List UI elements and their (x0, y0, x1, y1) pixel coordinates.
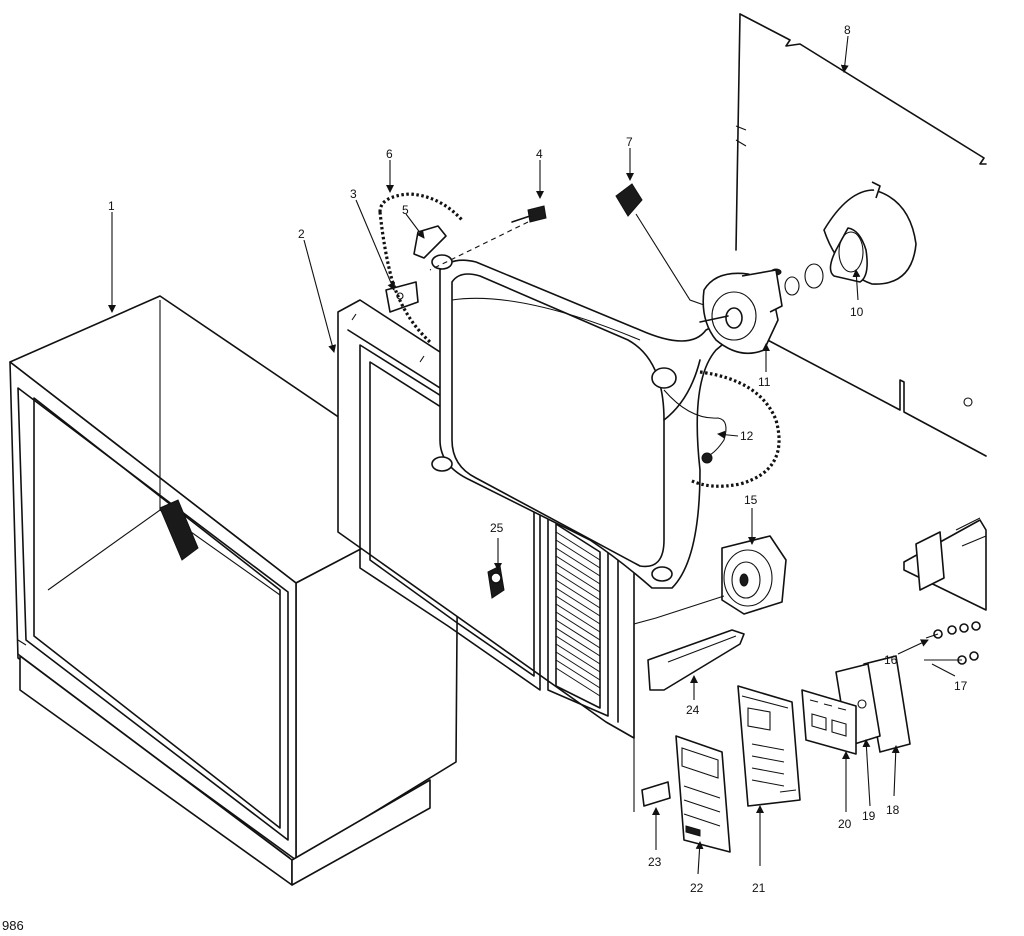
label-23: 23 (648, 855, 662, 869)
control-panel-part (737, 685, 801, 807)
label-16: 16 (884, 653, 898, 667)
label-6: 6 (386, 147, 393, 161)
label-4: 4 (536, 147, 543, 161)
knob-part (647, 629, 745, 691)
label-20: 20 (838, 817, 852, 831)
label-21: 21 (752, 881, 766, 895)
label-7: 7 (626, 135, 633, 149)
spring-part (615, 183, 719, 311)
label-24: 24 (686, 703, 700, 717)
badge-part (641, 781, 671, 807)
label-5: 5 (402, 203, 409, 217)
terminal-part (925, 621, 981, 639)
picture-tube-part (431, 254, 781, 599)
label-22: 22 (690, 881, 704, 895)
label-25: 25 (490, 521, 504, 535)
label-17: 17 (954, 679, 968, 693)
label-11: 11 (758, 375, 771, 389)
control-board-part (801, 689, 857, 755)
label-2: 2 (298, 227, 305, 241)
degaussing-coil-part (378, 192, 464, 344)
screw-part (429, 205, 547, 271)
side-board-part (903, 517, 987, 611)
label-12: 12 (740, 429, 754, 443)
label-3: 3 (350, 187, 357, 201)
deflection-yoke-part (770, 181, 917, 296)
neck-assembly-part (699, 269, 783, 355)
part-labels: 1 2 3 4 5 6 7 8 10 11 12 15 16 17 18 19 … (108, 23, 968, 895)
bracket-part (385, 281, 419, 313)
corner-code: 986 (2, 918, 24, 933)
label-10: 10 (850, 305, 864, 319)
label-19: 19 (862, 809, 876, 823)
speaker-part (633, 535, 787, 812)
label-1: 1 (108, 199, 115, 213)
label-15: 15 (744, 493, 758, 507)
leader-lines (108, 35, 956, 875)
label-8: 8 (844, 23, 851, 37)
label-18: 18 (886, 803, 900, 817)
plug-part (924, 651, 979, 665)
front-panel-part (675, 735, 731, 853)
chassis-board-part (735, 13, 987, 457)
speaker-grille (555, 531, 601, 697)
